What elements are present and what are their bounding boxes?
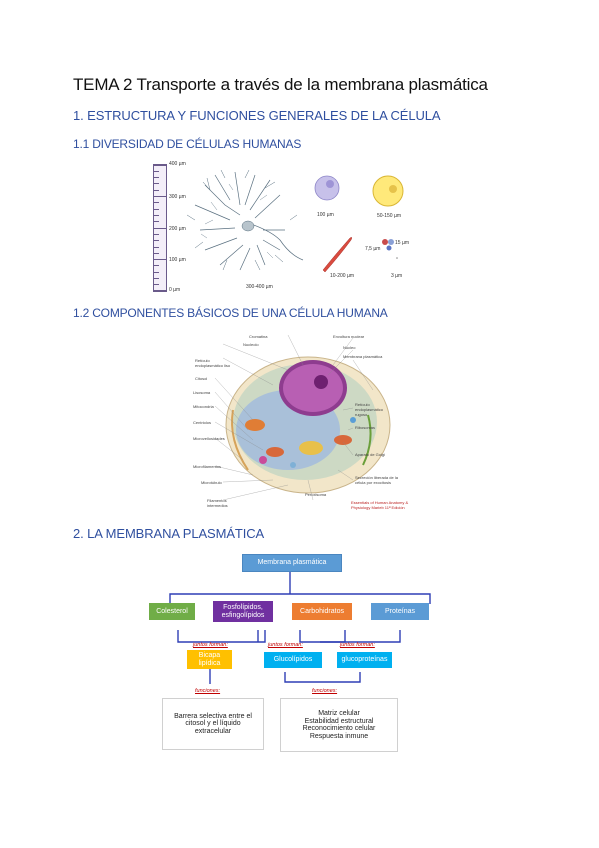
blood-cell-icon xyxy=(382,239,388,245)
function-item: Estabilidad estructural xyxy=(304,717,374,725)
cell-label-right: Ribosomas xyxy=(355,425,376,430)
component-cholesterol: Colesterol xyxy=(149,603,195,620)
join-label: juntos forman: xyxy=(340,642,375,648)
cell-label-left: Mitocondria xyxy=(193,404,214,409)
muscle-cell-caption: 10-200 µm xyxy=(330,273,355,279)
cell-label-right: Peroxisoma xyxy=(305,492,327,497)
component-proteins: Proteínas xyxy=(371,603,429,620)
cell-label-left: Microvellosidades xyxy=(193,436,225,441)
platelet-caption: 3 µm xyxy=(391,273,403,279)
figure-reference: Essentials of Human Anatomy & Physiology… xyxy=(351,500,409,510)
ruler-label: 100 µm xyxy=(169,257,186,263)
component-carbohydrates: Carbohidratos xyxy=(292,603,352,620)
cell-illustrations xyxy=(186,169,404,273)
component-phospholipids: Fosfolípidos, esfingolípidos xyxy=(213,601,273,622)
product-glycoproteins: glucoproteínas xyxy=(337,652,392,668)
section-1-1-heading: 1.1 DIVERSIDAD DE CÉLULAS HUMANAS xyxy=(73,137,302,151)
function-item: Reconocimiento celular xyxy=(302,725,376,732)
cell-label-right: Aparato de Golgi xyxy=(355,452,386,457)
function-item: Respuesta inmune xyxy=(309,732,369,740)
membrane-root-box: Membrana plasmática xyxy=(242,554,342,572)
cell-label-left: Microfilamentos xyxy=(193,464,222,469)
cell-label-right: Secreción liberada de la célula por exoc… xyxy=(355,475,398,485)
product-lipid-bilayer: Bicapa lipídica xyxy=(187,650,232,669)
neuron-illustration xyxy=(186,169,304,271)
join-label: juntos forman: xyxy=(268,642,303,648)
section-1-2-heading: 1.2 COMPONENTES BÁSICOS DE UNA CÉLULA HU… xyxy=(73,306,388,320)
egg-cell-illustration xyxy=(372,175,404,207)
cell-label-left: Filamentos intermedios xyxy=(207,498,228,508)
cell-label-top: Cromatina xyxy=(249,334,268,339)
ruler-label: 0 µm xyxy=(169,287,181,293)
section-2-heading: 2. LA MEMBRANA PLASMÁTICA xyxy=(73,526,265,541)
cell-label-left: Nucleolo xyxy=(243,342,259,347)
neuron-caption: 300-400 µm xyxy=(246,284,273,290)
function-item: Matriz celular xyxy=(318,710,360,717)
cell-label-left: Citosol xyxy=(195,376,208,381)
cell-label-top: Núcleo xyxy=(343,345,356,350)
product-glycolipids: Glucolípidos xyxy=(264,652,322,668)
cell-illustration xyxy=(214,334,391,501)
cell-components-figure: Cromatina Envoltura nuclear Núcleo Membr… xyxy=(193,330,413,515)
ruler-label: 400 µm xyxy=(169,161,186,167)
cell-diversity-figure: 400 µm 300 µm 200 µm 100 µm 0 µm xyxy=(145,160,420,295)
cell-label-top: Membrana plasmática xyxy=(343,354,383,359)
scale-ruler xyxy=(153,164,167,292)
cell-label-left: Centriolos xyxy=(193,420,212,425)
ruler-label: 200 µm xyxy=(169,226,186,232)
functions-label: funciones: xyxy=(312,688,338,694)
document-title: TEMA 2 Transporte a través de la membran… xyxy=(73,75,488,94)
ruler-label: 300 µm xyxy=(169,194,186,200)
cell-label-left: Lisosoma xyxy=(193,390,211,395)
join-label: juntos forman: xyxy=(193,642,228,648)
section-1-heading: 1. ESTRUCTURA Y FUNCIONES GENERALES DE L… xyxy=(73,108,441,123)
blood-cell-caption: 7,5 µm xyxy=(365,246,381,252)
function-barrier-box: Barrera selectiva entre el citosol y el … xyxy=(162,698,264,750)
function-recognition-box: Matriz celular Estabilidad estructural R… xyxy=(280,698,398,752)
cell-label-left: Retículo endoplasmático liso xyxy=(195,358,231,368)
cell-label-right: Retículo endoplasmático rugoso xyxy=(355,402,384,417)
platelet-caption: 15 µm xyxy=(395,240,409,246)
cell-label-top: Envoltura nuclear xyxy=(333,334,365,339)
egg-cell-caption: 50-150 µm xyxy=(377,213,402,219)
white-cell-caption: 100 µm xyxy=(317,212,334,218)
muscle-cell-illustration xyxy=(322,237,353,273)
cell-label-left: Microtúbulo xyxy=(201,480,222,485)
functions-label: funciones: xyxy=(195,688,221,694)
